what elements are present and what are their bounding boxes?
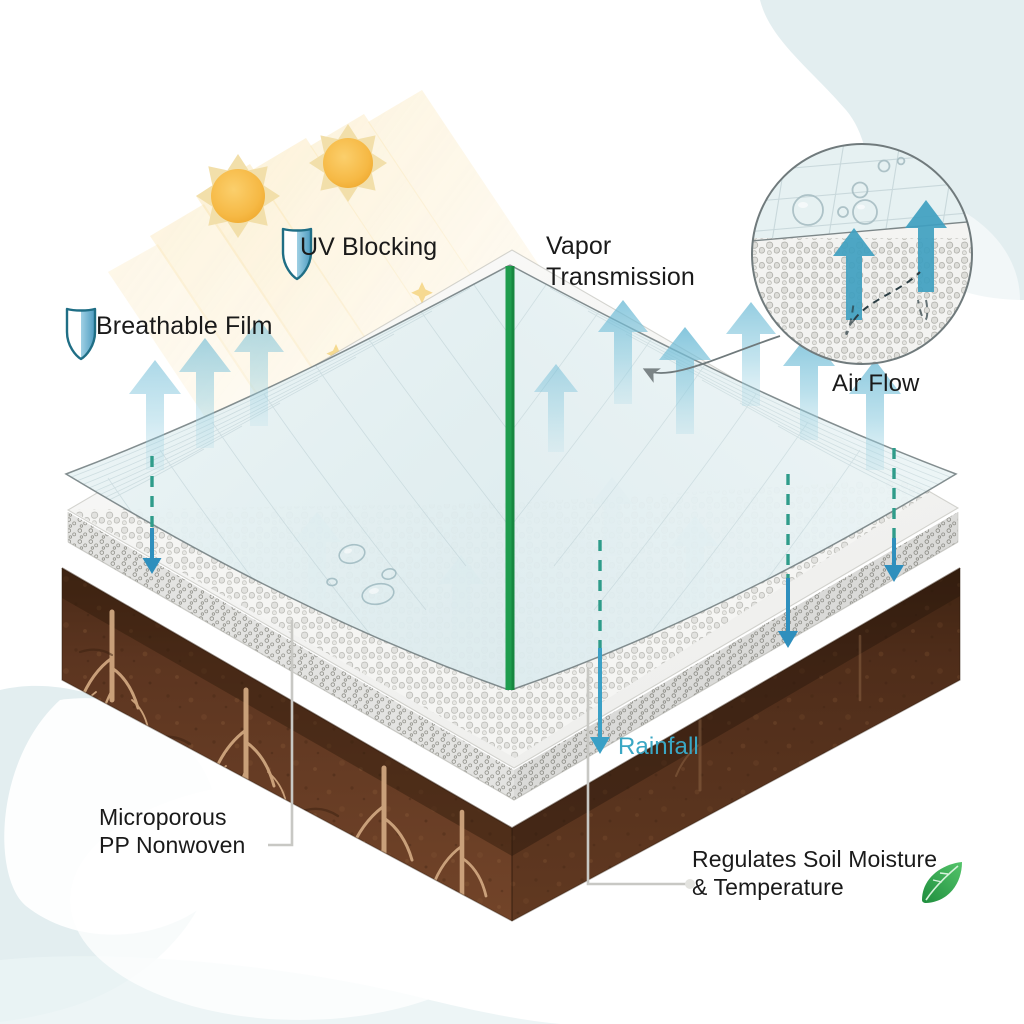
sun-icon-right <box>309 124 387 202</box>
leaf-icon <box>922 862 962 903</box>
label-uv-blocking: UV Blocking <box>300 233 438 261</box>
vapor-arrows-upper <box>129 300 901 470</box>
label-rainfall: Rainfall <box>618 733 699 760</box>
rainfall-flow-group <box>142 448 904 754</box>
label-vapor-line1: Vapor <box>546 232 612 260</box>
green-divider-line <box>505 266 515 690</box>
magnifier-detail-circle <box>751 143 973 365</box>
water-droplets <box>326 543 397 606</box>
label-air-flow: Air Flow <box>832 370 920 397</box>
rain-arrow <box>142 528 904 754</box>
label-regulates-line2: & Temperature <box>692 874 844 901</box>
label-regulates-soil: Regulates Soil Moisture& Temperature <box>692 845 937 901</box>
shield-icon-breathable <box>65 307 97 361</box>
label-vapor-line2: Transmission <box>546 262 695 291</box>
label-breathable-film: Breathable Film <box>96 312 273 340</box>
sun-icon-left <box>196 154 280 238</box>
shield-icon-uv <box>281 227 313 281</box>
droplet-highlights <box>344 548 379 594</box>
label-micro-line1: Microporous <box>99 804 227 830</box>
leader-lines <box>268 335 781 889</box>
label-regulates-line1: Regulates Soil Moisture <box>692 846 938 872</box>
label-micro-line2: PP Nonwoven <box>99 832 246 859</box>
